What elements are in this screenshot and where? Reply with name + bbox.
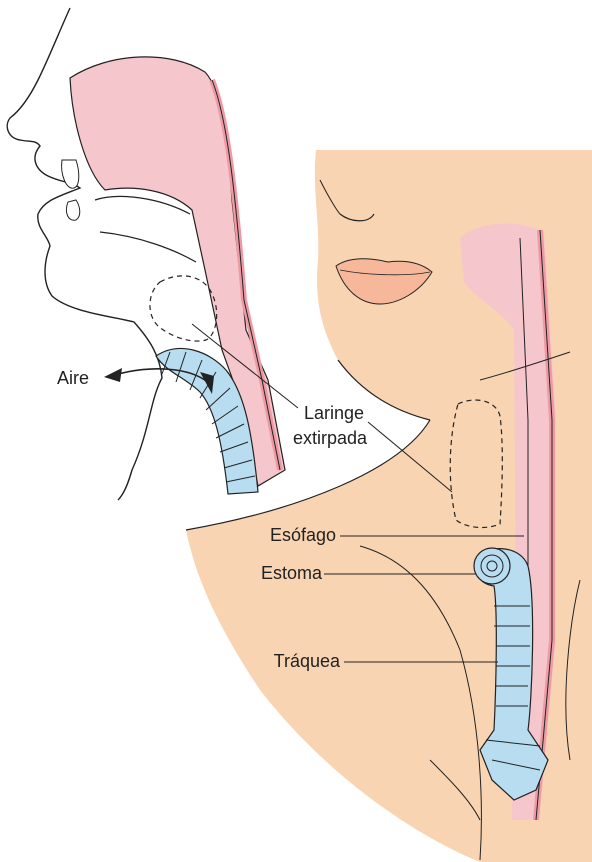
stoma-label: Estoma xyxy=(236,563,322,584)
air-arrow-head-left xyxy=(104,368,122,382)
trachea-label: Tráquea xyxy=(250,651,340,672)
frontal-neck-view xyxy=(186,150,592,862)
sagittal-head-section xyxy=(7,8,298,500)
removed-larynx-outline-left xyxy=(150,276,217,341)
esophagus-label: Esófago xyxy=(250,525,336,546)
air-label: Aire xyxy=(57,368,89,389)
larynx-label-line2: extirpada xyxy=(293,428,367,449)
teeth-lower xyxy=(66,200,79,220)
larynx-label-line1: Laringe xyxy=(304,403,364,424)
pharynx-airway xyxy=(70,57,285,486)
teeth-upper xyxy=(62,160,79,188)
